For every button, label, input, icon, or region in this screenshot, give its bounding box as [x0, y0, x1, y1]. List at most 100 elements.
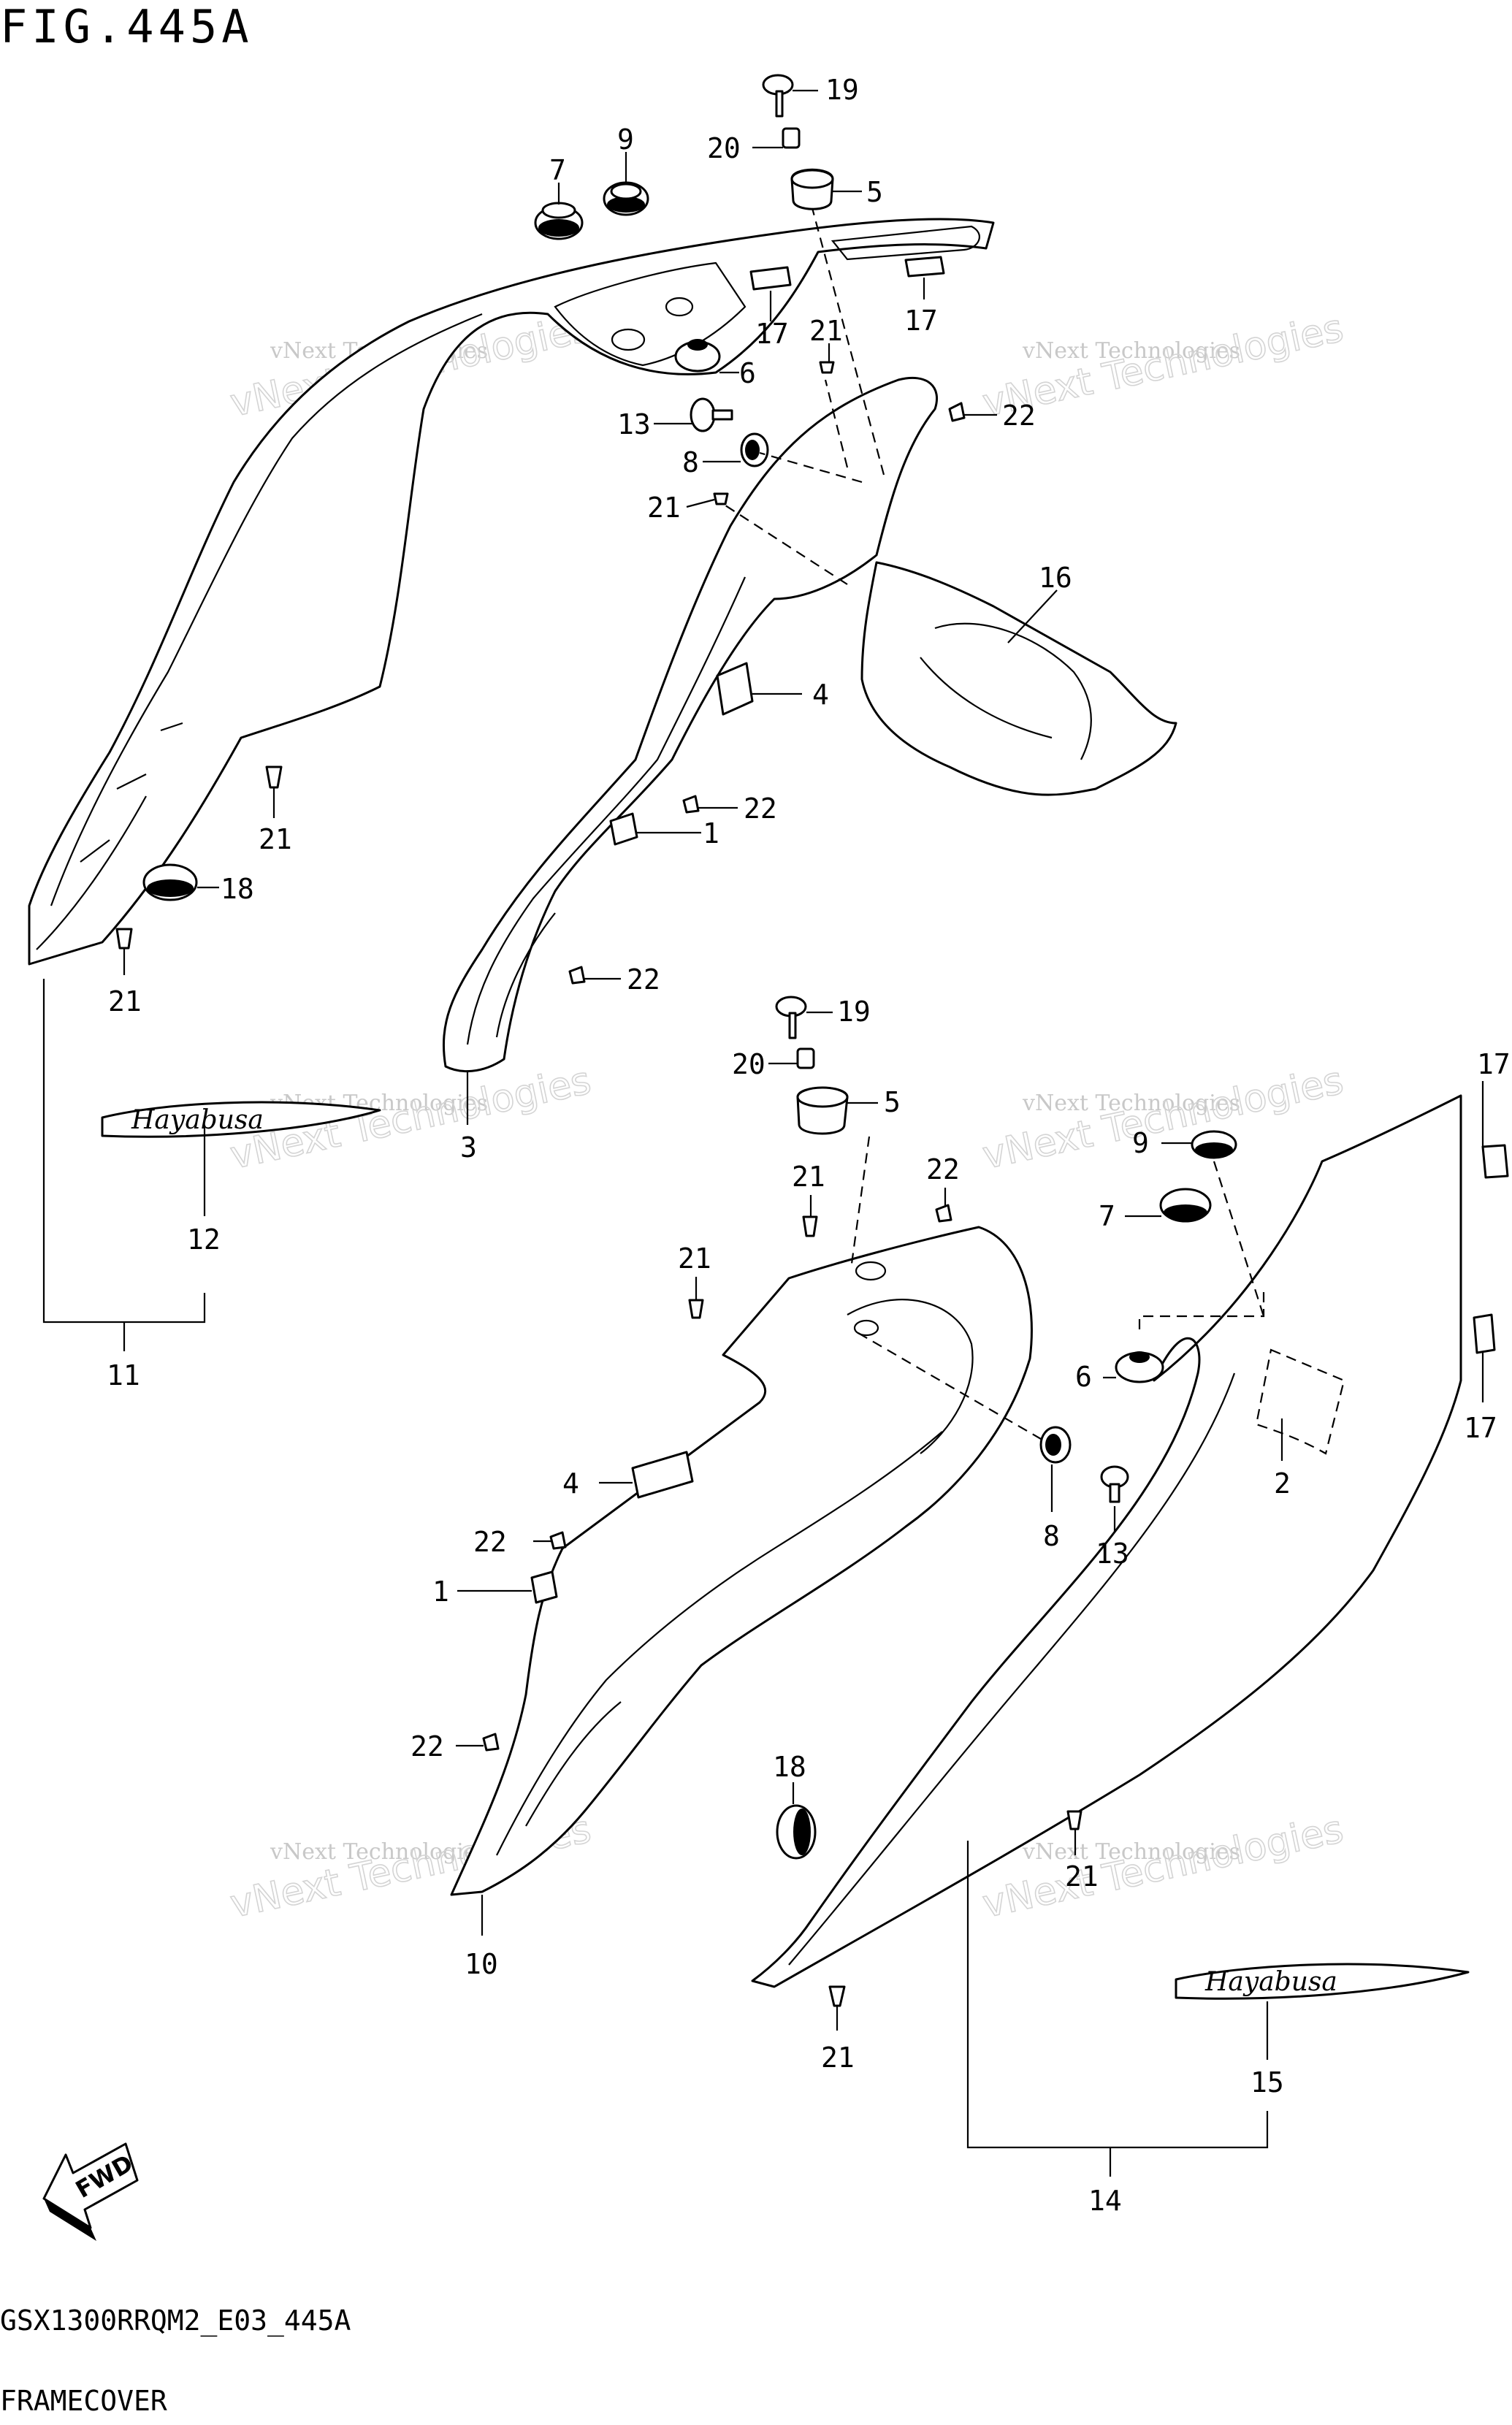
label-19: 19 [825, 74, 859, 106]
clip-21 [819, 361, 835, 374]
screw-22 [935, 1204, 952, 1223]
outer-frame-cover-right [751, 1094, 1462, 1988]
lower-rear-panel [860, 561, 1177, 796]
bushing-20 [782, 127, 801, 149]
screw-22 [682, 795, 700, 814]
clip-21 [828, 1985, 846, 2007]
grommet-7-base [1164, 1204, 1207, 1221]
bushing-20 [796, 1047, 815, 1069]
lower-leader-lines [456, 1011, 1484, 2177]
nut-6-hole [687, 339, 708, 351]
pad-1 [530, 1570, 558, 1604]
label-22: 22 [1002, 400, 1036, 432]
label-17: 17 [904, 305, 938, 337]
label-17 [749, 266, 792, 291]
lower-panel-fold [934, 622, 1092, 760]
fwd-arrow: FWD [42, 2142, 139, 2241]
inner-right-hole [853, 1319, 879, 1337]
label-3: 3 [460, 1131, 477, 1164]
label-21: 21 [259, 823, 292, 855]
label-21: 21 [108, 985, 142, 1017]
watermark-text: vNext Technologies [270, 1839, 488, 1865]
emblem-15: Hayabusa [1175, 1963, 1470, 2000]
label-15: 15 [1251, 2066, 1284, 2099]
outer-frame-cover-left [28, 218, 995, 966]
grommet-18-base [147, 879, 194, 897]
model-code: GSX1300RRQM2_E03_445A [0, 2304, 351, 2337]
grommet-9-top [610, 183, 642, 200]
label-10: 10 [465, 1948, 498, 1980]
label-4: 4 [562, 1467, 579, 1500]
label-21: 21 [1065, 1860, 1099, 1893]
screw-22 [549, 1531, 567, 1550]
lower-small-parts [482, 996, 1509, 2007]
label-4: 4 [812, 679, 829, 711]
label-21: 21 [821, 2042, 855, 2074]
label-14: 14 [1088, 2185, 1122, 2217]
outer-cover-lower-lip [36, 795, 147, 950]
bolt-19-shank [788, 1012, 797, 1039]
inner-cover-ridge [495, 912, 556, 1038]
label-13: 13 [617, 408, 651, 440]
figure-title: FIG.445A [0, 0, 253, 53]
emblem-15-text: Hayabusa [1204, 1967, 1337, 1997]
outer-cover-bracket [554, 261, 747, 367]
label-6: 6 [739, 357, 756, 389]
inner-cover-ridge [466, 576, 747, 1045]
label-17: 17 [755, 318, 789, 350]
label-16: 16 [1039, 562, 1072, 594]
label-2: 2 [1274, 1467, 1291, 1500]
label-17 [1481, 1144, 1509, 1179]
grommet-7-base [538, 219, 579, 237]
emblem-12: Hayabusa [101, 1101, 381, 1138]
upper-small-parts [115, 74, 966, 985]
label-9: 9 [617, 123, 634, 156]
label-21: 21 [647, 492, 681, 524]
inner-right-rib [496, 1431, 943, 1856]
label-13: 13 [1096, 1538, 1129, 1570]
label-6: 6 [1075, 1361, 1092, 1393]
group-name: FRAMECOVER [0, 2385, 167, 2417]
grommet-9-base [1195, 1142, 1233, 1157]
watermark-outline: vNext Technologies [979, 1059, 1347, 1178]
clip-21 [265, 765, 283, 789]
label-11: 11 [107, 1359, 140, 1391]
clip-21 [115, 928, 133, 950]
emblem-12-text: Hayabusa [131, 1105, 264, 1135]
inner-right-hole [855, 1261, 887, 1281]
cushion-5-top [790, 169, 834, 189]
screw-22 [482, 1733, 500, 1752]
label-19: 19 [837, 996, 871, 1028]
lower-labels: 19 20 5 17 9 7 21 22 21 6 17 4 2 8 22 13… [411, 996, 1511, 2217]
inner-right-fold [847, 1299, 974, 1454]
label-18: 18 [221, 873, 254, 905]
grommet-18-base [793, 1809, 811, 1855]
label-17: 17 [1477, 1048, 1511, 1080]
outer-cover-detail [80, 722, 183, 863]
label-7: 7 [1099, 1200, 1115, 1232]
label-21: 21 [792, 1161, 825, 1193]
label-9: 9 [1132, 1127, 1149, 1159]
label-17: 17 [1464, 1412, 1497, 1444]
label-22: 22 [627, 963, 660, 996]
label-8: 8 [682, 446, 699, 478]
outer-cover-tab [831, 225, 980, 261]
label-21: 21 [809, 315, 843, 347]
lower-panel-fold [920, 657, 1053, 739]
upper-leader-lines [42, 89, 1058, 1351]
label-12: 12 [187, 1223, 221, 1256]
label-1: 1 [703, 817, 719, 849]
label-20: 20 [732, 1048, 765, 1080]
screw-22 [948, 402, 966, 422]
grommet-8-core [1045, 1434, 1061, 1456]
inner-right-rib [525, 1701, 622, 1827]
pad-1 [609, 812, 638, 846]
label-5: 5 [866, 176, 883, 208]
pad-4 [716, 662, 754, 716]
watermark-text: vNext Technologies [1022, 1839, 1240, 1865]
clip-21 [688, 1299, 704, 1319]
clip-21 [1066, 1810, 1083, 1830]
outer-cover-hole [665, 297, 694, 317]
screw-13 [690, 397, 716, 432]
label-17 [904, 256, 945, 278]
